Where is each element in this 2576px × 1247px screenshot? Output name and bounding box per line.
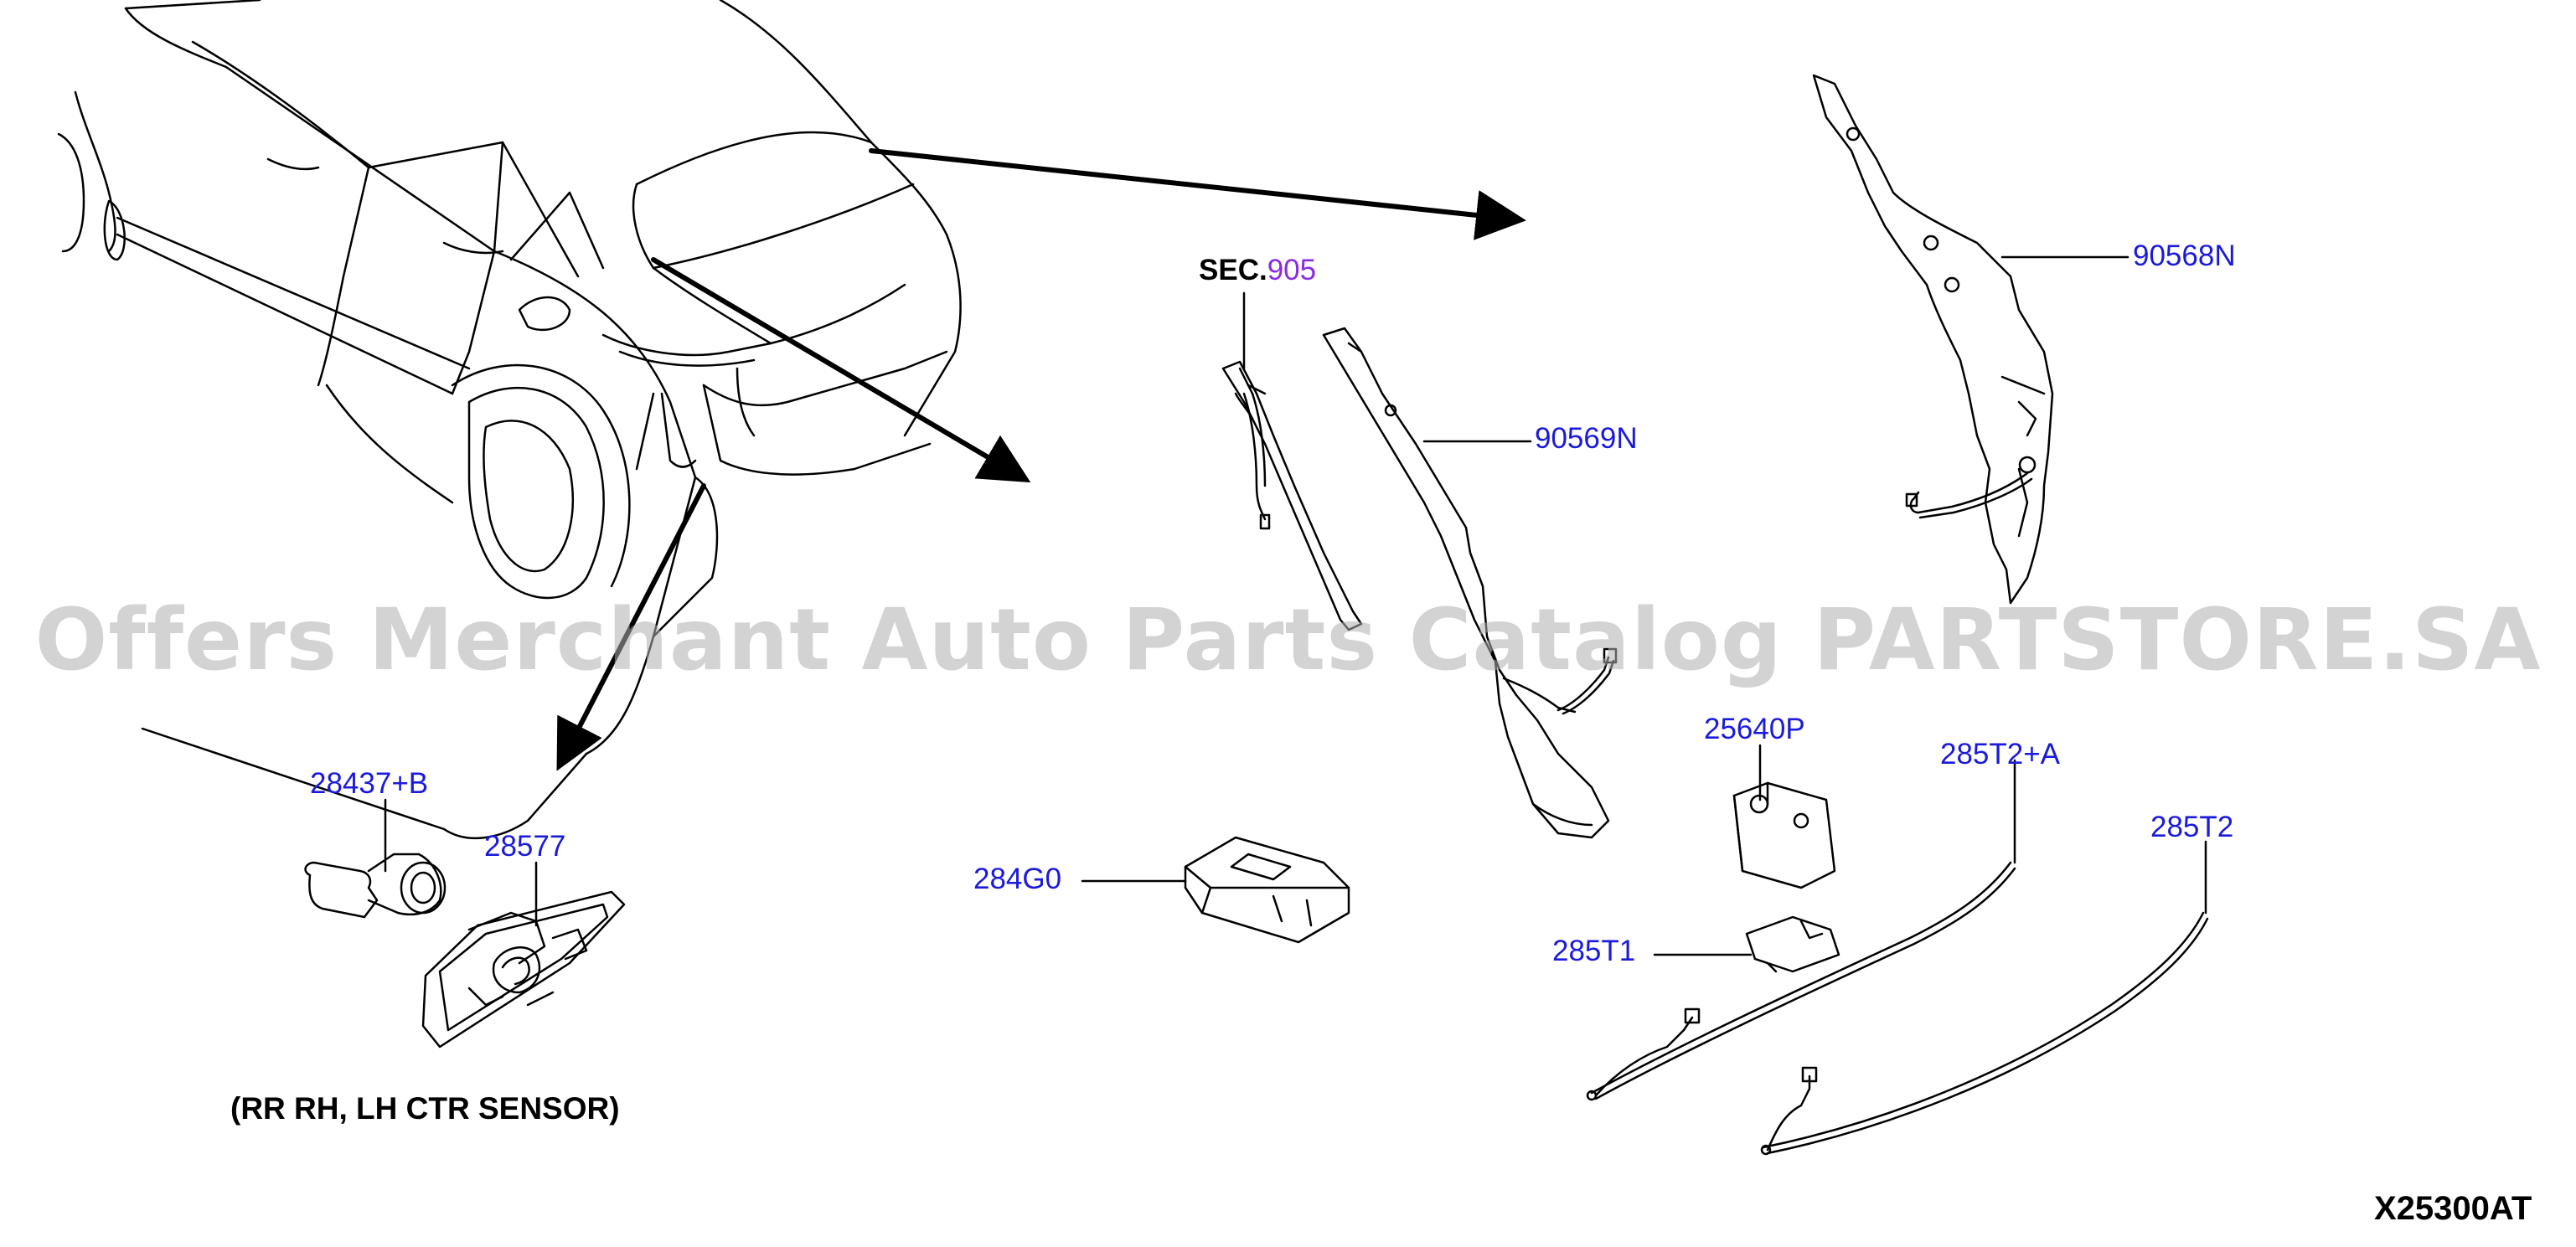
sensor-28437B bbox=[304, 853, 447, 919]
cable-285T2 bbox=[1760, 911, 2209, 1156]
diagram-code: X25300AT bbox=[2374, 1190, 2532, 1227]
module-284G0 bbox=[1184, 836, 1350, 944]
part-label-28437B[interactable]: 28437+B bbox=[310, 767, 429, 800]
section-ref-prefix: SEC. bbox=[1199, 254, 1267, 286]
module-285T1 bbox=[1745, 915, 1840, 973]
callout-arrows bbox=[556, 148, 1526, 771]
sensor-note: (RR RH, LH CTR SENSOR) bbox=[230, 1091, 620, 1126]
part-label-285T2[interactable]: 285T2 bbox=[2150, 811, 2234, 843]
vehicle-illustration bbox=[57, 0, 962, 840]
part-label-285T1[interactable]: 285T1 bbox=[1552, 935, 1636, 967]
section-ref-number: 905 bbox=[1267, 254, 1317, 286]
bracket-90568N bbox=[1812, 74, 2054, 605]
watermark: Offers Merchant Auto Parts Catalog PARTS… bbox=[34, 590, 2542, 690]
bezel-28577 bbox=[421, 890, 626, 1049]
part-label-284G0[interactable]: 284G0 bbox=[973, 863, 1062, 895]
part-label-90569N[interactable]: 90569N bbox=[1535, 422, 1638, 455]
strip-sec905 bbox=[1221, 360, 1363, 631]
module-25640P bbox=[1732, 781, 1836, 889]
part-label-285T2A[interactable]: 285T2+A bbox=[1940, 738, 2061, 770]
cable-285T2A bbox=[1586, 861, 2016, 1101]
leader-lines bbox=[384, 255, 2207, 956]
part-label-25640P[interactable]: 25640P bbox=[1704, 713, 1805, 745]
part-label-90568N[interactable]: 90568N bbox=[2133, 240, 2236, 272]
strip-90569N bbox=[1322, 327, 1618, 839]
section-ref-label[interactable]: SEC.905 bbox=[1199, 255, 1316, 285]
part-label-28577[interactable]: 28577 bbox=[484, 830, 566, 863]
